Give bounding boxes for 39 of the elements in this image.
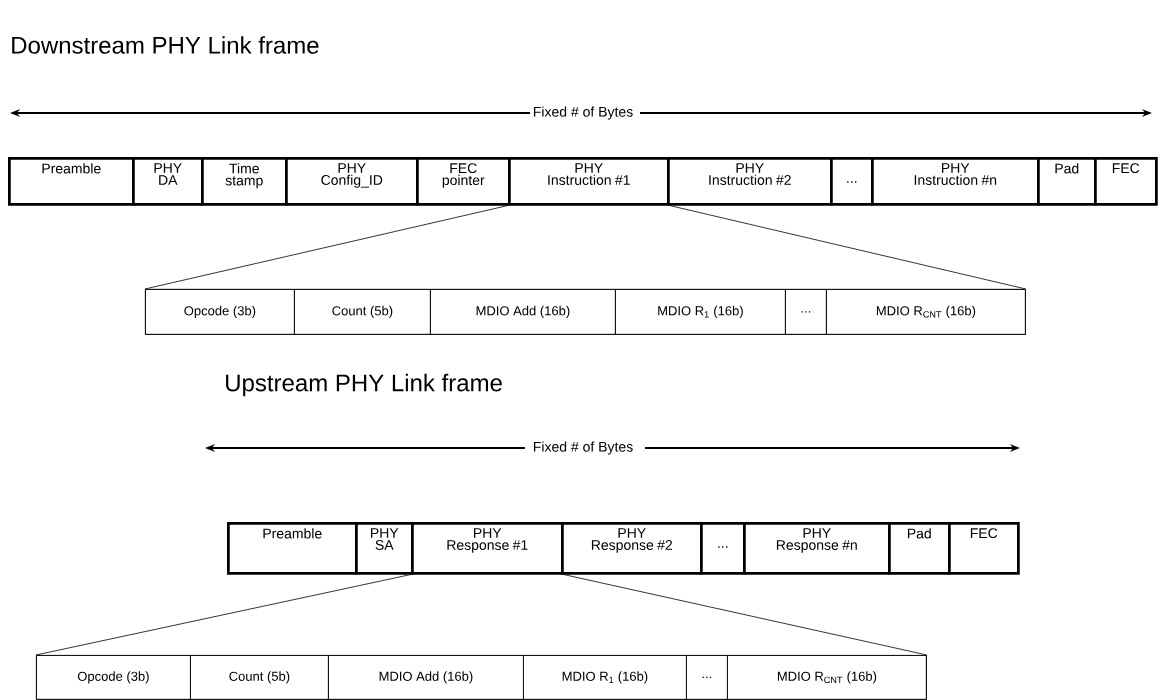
dimension-label: Fixed # of Bytes (533, 106, 633, 120)
frame-field: PHY Config_ID (285, 157, 419, 206)
frame-title: Downstream PHY Link frame (12, 36, 319, 54)
leader-line (144, 205, 509, 290)
frame-field: Count (5b) (190, 655, 329, 700)
dimension-label: Fixed # of Bytes (533, 441, 633, 455)
leader-line (35, 574, 412, 656)
frame-field: Opcode (3b) (36, 655, 191, 700)
frame-field: PHY Response #n (743, 522, 891, 575)
leader-line (563, 574, 928, 656)
frame-field: ... (830, 157, 874, 206)
frame-field: FEC (948, 522, 1020, 575)
frame-field: Preamble (227, 522, 358, 575)
frame-field: PHY Instruction #2 (667, 157, 833, 206)
frame-field: Opcode (3b) (145, 289, 295, 335)
frame-field: MDIO Add (16b) (328, 655, 524, 700)
frame-field: FEC pointer (416, 157, 511, 206)
frame-field: ... (700, 522, 746, 575)
frame-field: MDIO R$_{CNT}$ (16b) (826, 289, 1026, 335)
frame-field: FEC (1094, 157, 1158, 206)
frame-field: PHY Response #1 (411, 522, 564, 575)
frame-field: Pad (1037, 157, 1097, 206)
frame-field: PHY DA (132, 157, 204, 206)
frame-field: MDIO R$_{1}$ (16b) (615, 289, 786, 335)
frame-field: MDIO R$_{CNT}$ (16b) (727, 655, 927, 700)
frame-field: PHY SA (355, 522, 414, 575)
frame-field: PHY Instruction #n (871, 157, 1040, 206)
frame-field: Pad (888, 522, 951, 575)
frame-title: Upstream PHY Link frame (226, 373, 502, 397)
frame-field: ... (686, 655, 728, 700)
frame-field: MDIO R$_{1}$ (16b) (523, 655, 687, 700)
leader-line (669, 205, 1027, 290)
frame-field: PHY Instruction #1 (508, 157, 670, 206)
frame-field: Time stamp (201, 157, 288, 206)
frame-field: Count (5b) (294, 289, 431, 335)
frame-field: ... (785, 289, 827, 335)
frame-field: PHY Response #2 (561, 522, 703, 575)
frame-field: MDIO Add (16b) (430, 289, 616, 335)
frame-field: Preamble (8, 157, 135, 206)
